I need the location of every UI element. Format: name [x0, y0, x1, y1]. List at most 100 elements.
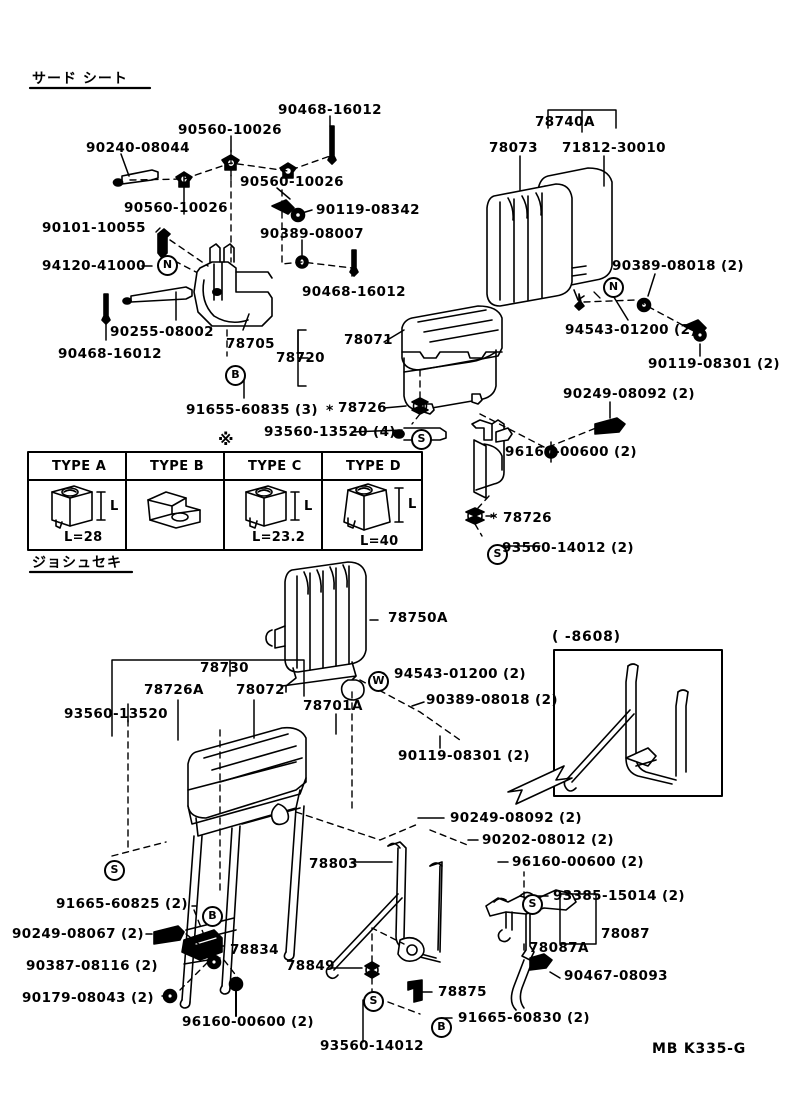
- balloon-B-91665-60825: B: [202, 906, 223, 927]
- part-label-90249-08092-top: 90249-08092 (2): [563, 386, 695, 402]
- part-label-90179-08043: 90179-08043 (2): [22, 990, 154, 1006]
- inset-range-label: ( -8608): [552, 629, 621, 645]
- part-label-78726A: 78726A: [144, 682, 204, 698]
- part-label-78705: 78705: [226, 336, 275, 352]
- part-label-93560-13520-top: 93560-13520 (4): [264, 424, 396, 440]
- part-label-90240-08044: 90240-08044: [86, 140, 190, 156]
- section-heading-third-seat: サード シート: [32, 71, 128, 87]
- seat-cushion-78720: [401, 305, 503, 415]
- type-d-length: L=40: [360, 534, 399, 549]
- sheet-code: MB K335-G: [652, 1041, 747, 1057]
- part-label-90468-16012-left: 90468-16012: [58, 346, 162, 362]
- part-label-90560-10026-top: 90560-10026: [178, 122, 282, 138]
- part-label-78701A: 78701A: [303, 698, 363, 714]
- balloon-S-93560-14012-top: S: [487, 544, 508, 565]
- part-label-93385-15014: 93385-15014 (2): [553, 888, 685, 904]
- part-label-78726-top: 78726: [338, 400, 387, 416]
- type-d-clip: [343, 483, 404, 531]
- part-label-91665-60825: 91665-60825 (2): [56, 896, 188, 912]
- type-a-clip: [51, 485, 106, 529]
- balloon-S-93560-13520-lower: S: [104, 860, 125, 881]
- balloon-B-91665-60830: B: [431, 1017, 452, 1038]
- part-label-78720: 78720: [276, 350, 325, 366]
- seat-frame-78701A: [179, 803, 305, 1009]
- part-label-90468-16012-mid: 90468-16012: [302, 284, 406, 300]
- type-a-length: L=28: [64, 530, 103, 545]
- type-a-dim-label: L: [110, 499, 119, 514]
- type-d-dim-label: L: [408, 497, 417, 512]
- part-label-91665-60830: 91665-60830 (2): [458, 1010, 590, 1026]
- part-label-78087A: 78087A: [529, 940, 589, 956]
- part-label-90389-08018-lower: 90389-08018 (2): [426, 692, 558, 708]
- part-label-78740A: 78740A: [535, 114, 595, 130]
- balloon-S-93560-13520: S: [411, 429, 432, 450]
- type-c-length: L=23.2: [252, 530, 306, 545]
- part-label-78072: 78072: [236, 682, 285, 698]
- part-label-93560-14012-lower: 93560-14012: [320, 1038, 424, 1054]
- part-label-78834: 78834: [230, 942, 279, 958]
- bracket-78803: [325, 841, 443, 980]
- seat-back-78740A: [486, 167, 613, 311]
- part-label-90560-10026-left: 90560-10026: [124, 200, 228, 216]
- part-label-96160-00600-lower: 96160-00600 (2): [182, 1014, 314, 1030]
- part-label-78071: 78071: [344, 332, 393, 348]
- seat-cushion-78072: [187, 726, 307, 837]
- part-label-90119-08301-lower: 90119-08301 (2): [398, 748, 530, 764]
- part-label-78803: 78803: [309, 856, 358, 872]
- part-label-78750A: 78750A: [388, 610, 448, 626]
- type-c-clip: [245, 485, 300, 529]
- part-label-90255-08002: 90255-08002: [110, 324, 214, 340]
- part-label-90249-08067: 90249-08067 (2): [12, 926, 144, 942]
- center-lines: [230, 149, 601, 299]
- reference-mark-kome: ※: [218, 430, 234, 449]
- part-label-90468-16012-top: 90468-16012: [278, 102, 382, 118]
- part-label-93560-13520-lower: 93560-13520: [64, 706, 168, 722]
- part-label-90389-08007: 90389-08007: [260, 226, 364, 242]
- inset-box: [553, 649, 723, 797]
- part-label-71812-30010: 71812-30010: [562, 140, 666, 156]
- part-label-94543-01200-top: 94543-01200 (2): [565, 322, 697, 338]
- balloon-N-94120: N: [157, 255, 178, 276]
- seat-back-78750A: [265, 561, 367, 701]
- part-label-94543-01200-lower: 94543-01200 (2): [394, 666, 526, 682]
- part-label-78726-bottom: 78726: [503, 510, 552, 526]
- part-label-78875: 78875: [438, 984, 487, 1000]
- type-table-header-a: TYPE A: [52, 459, 107, 474]
- note-mark-78726-bottom: *: [490, 511, 498, 527]
- note-mark-78726-top: *: [326, 403, 334, 419]
- leader-lines: [105, 109, 701, 1043]
- part-label-90119-08342: 90119-08342: [316, 202, 420, 218]
- part-label-78849: 78849: [286, 958, 335, 974]
- assembly-lines: [111, 155, 689, 1015]
- bracket-78705: [193, 243, 273, 327]
- part-label-93560-14012-top: 93560-14012 (2): [502, 540, 634, 556]
- part-label-91655-60835: 91655-60835 (3): [186, 402, 318, 418]
- part-label-90101-10055: 90101-10055: [42, 220, 146, 236]
- section-heading-passenger-seat: ジョシュセキ: [32, 555, 122, 571]
- part-label-90560-10026-mid: 90560-10026: [240, 174, 344, 190]
- part-label-90389-08018-top: 90389-08018 (2): [612, 258, 744, 274]
- balloon-W-94543: W: [368, 671, 389, 692]
- part-label-78087: 78087: [601, 926, 650, 942]
- part-label-90249-08092-lower: 90249-08092 (2): [450, 810, 582, 826]
- part-label-96160-00600-right: 96160-00600 (2): [512, 854, 644, 870]
- type-table-header-b: TYPE B: [150, 459, 205, 474]
- part-label-90387-08116: 90387-08116 (2): [26, 958, 158, 974]
- part-label-90467-08093: 90467-08093: [564, 968, 668, 984]
- part-label-90119-08301-top: 90119-08301 (2): [648, 356, 780, 372]
- balloon-B-91655: B: [225, 365, 246, 386]
- type-table-header-d: TYPE D: [346, 459, 402, 474]
- part-label-90202-08012: 90202-08012 (2): [482, 832, 614, 848]
- part-label-78730: 78730: [200, 660, 249, 676]
- balloon-S-93385: S: [522, 894, 543, 915]
- part-label-94120-41000: 94120-41000: [42, 258, 146, 274]
- type-c-dim-label: L: [304, 499, 313, 514]
- balloon-N-94543: N: [603, 277, 624, 298]
- type-b-clip: [147, 491, 201, 529]
- rail-78834: [153, 925, 244, 1017]
- part-label-78073: 78073: [489, 140, 538, 156]
- part-label-96160-00600-top: 96160-00600 (2): [505, 444, 637, 460]
- type-table-header-c: TYPE C: [248, 459, 302, 474]
